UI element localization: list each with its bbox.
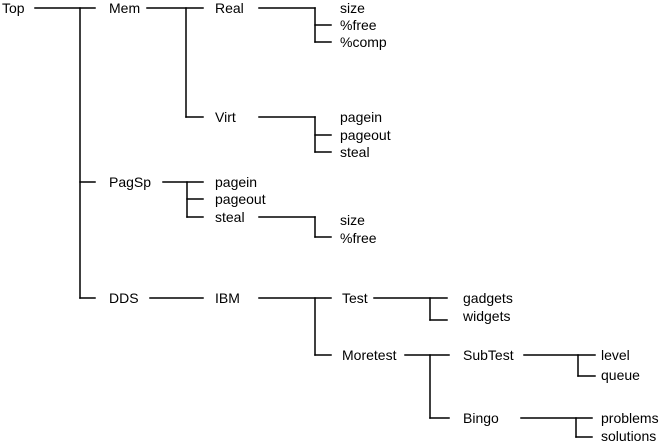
node-real: Real: [215, 0, 244, 16]
leaf-pagsp-pageout: pageout: [215, 191, 266, 207]
node-bingo: Bingo: [463, 410, 499, 426]
node-ibm: IBM: [215, 290, 240, 306]
leaf-problems: problems: [601, 410, 659, 426]
leaf-real-size: size: [340, 0, 365, 16]
node-mem: Mem: [109, 0, 141, 16]
leaf-pagsp-pagein: pagein: [215, 174, 258, 190]
leaf-gadgets: gadgets: [463, 290, 513, 306]
leaf-queue: queue: [601, 367, 640, 383]
leaf-virt-pagein: pagein: [340, 109, 383, 125]
node-pagsp-steal: steal: [215, 209, 245, 225]
leaf-solutions: solutions: [601, 428, 657, 444]
node-moretest: Moretest: [342, 347, 397, 363]
leaf-real-free: %free: [340, 17, 377, 33]
node-dds: DDS: [109, 290, 139, 306]
node-test: Test: [342, 290, 368, 306]
leaf-virt-pageout: pageout: [340, 127, 391, 143]
leaf-widgets: widgets: [463, 308, 511, 324]
leaf-steal-free: %free: [340, 230, 377, 246]
node-virt: Virt: [215, 109, 236, 125]
node-top: Top: [2, 0, 25, 16]
leaf-level: level: [601, 347, 630, 363]
leaf-real-comp: %comp: [340, 34, 387, 50]
node-subtest: SubTest: [463, 347, 514, 363]
node-pagsp: PagSp: [109, 174, 152, 190]
leaf-steal-size: size: [340, 212, 365, 228]
leaf-virt-steal: steal: [340, 144, 370, 160]
